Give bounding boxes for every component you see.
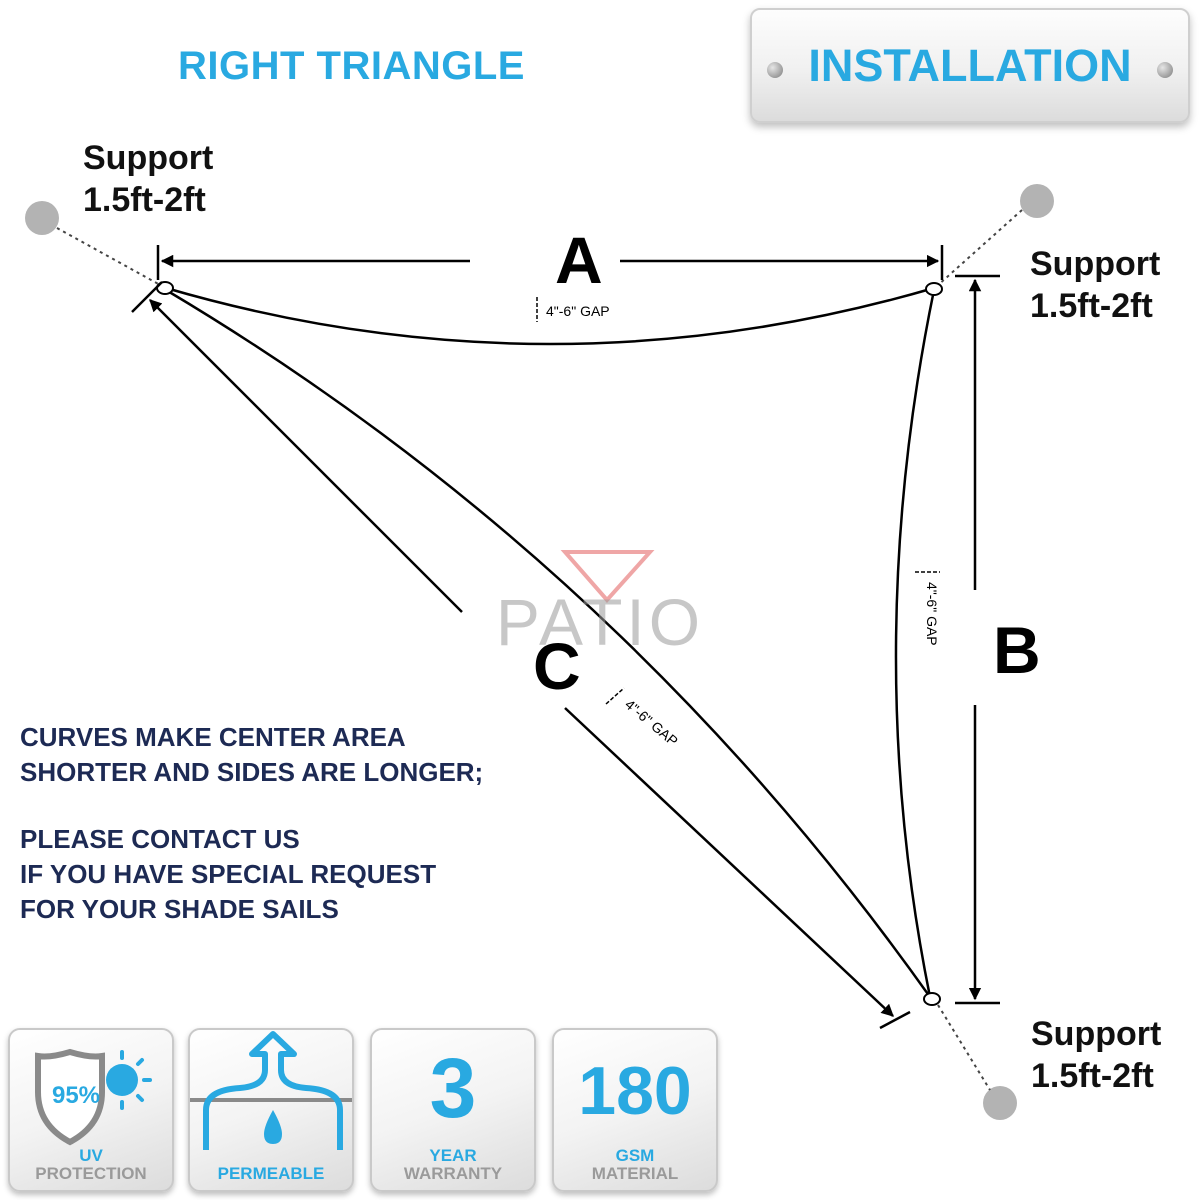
dimension-c-tick-top [131, 281, 163, 313]
note-curves: CURVES MAKE CENTER AREA SHORTER AND SIDE… [20, 720, 483, 790]
note-line: SHORTER AND SIDES ARE LONGER; [20, 757, 484, 787]
note-line: PLEASE CONTACT US [20, 824, 300, 854]
support-label-line2: 1.5ft-2ft [1031, 1057, 1154, 1095]
tie-line-top-left [56, 227, 163, 287]
badge-label: INSTALLATION [808, 40, 1132, 91]
gap-label-c: 4"-6" GAP [622, 696, 681, 749]
screw-icon [767, 62, 783, 78]
tie-line-bottom-right [937, 1004, 991, 1091]
sail-edge-a [165, 286, 935, 346]
support-label-top-right: Support 1.5ft-2ft [1030, 243, 1160, 327]
uv-value: 95% [51, 1082, 101, 1109]
side-label-a: A [555, 223, 603, 297]
feature-line1: PERMEABLE [217, 1164, 325, 1183]
gap-label-b: 4"-6" GAP [924, 582, 940, 646]
feature-tile-warranty: 3 YEAR WARRANTY [370, 1028, 536, 1192]
feature-line2: MATERIAL [591, 1164, 679, 1183]
side-label-b: B [993, 613, 1041, 687]
support-label-line2: 1.5ft-2ft [1030, 287, 1153, 325]
dimension-c-tick-bottom [879, 1010, 911, 1030]
material-value: 180 [578, 1053, 692, 1129]
support-label-line1: Support [83, 139, 214, 177]
diagram-title: RIGHT TRIANGLE [178, 44, 525, 88]
note-line: CURVES MAKE CENTER AREA [20, 722, 406, 752]
feature-tile-permeable: PERMEABLE [188, 1028, 354, 1192]
corner-ring-bottom-right [923, 992, 941, 1006]
shield-sun-icon [35, 1048, 152, 1146]
side-label-c: C [533, 629, 581, 703]
dimension-c-arrow-down [564, 707, 894, 1017]
corner-ring-top-right [925, 282, 943, 296]
feature-tile-material: 180 GSM MATERIAL [552, 1028, 718, 1192]
sail-edge-b [894, 289, 936, 998]
feature-line2: WARRANTY [403, 1164, 503, 1183]
gap-label-a: 4"-6" GAP [546, 303, 610, 319]
support-post-bottom-right [983, 1086, 1017, 1120]
note-line: FOR YOUR SHADE SAILS [20, 894, 339, 924]
screw-icon [1157, 62, 1173, 78]
patio-logo: PATIO [496, 550, 704, 659]
warranty-value: 3 [429, 1041, 477, 1135]
tie-line-top-right [936, 209, 1023, 287]
gap-marker-c [605, 687, 625, 705]
support-label-line1: Support [1031, 1015, 1162, 1053]
support-label-line2: 1.5ft-2ft [83, 181, 206, 219]
support-post-top-right [1020, 184, 1054, 218]
watermark-text: PATIO [496, 585, 704, 659]
dimension-c-arrow-up [149, 299, 463, 613]
support-post-top-left [25, 201, 59, 235]
sail-edge-c [165, 288, 932, 998]
support-label-line1: Support [1030, 245, 1161, 283]
feature-line1: YEAR [429, 1146, 477, 1165]
installation-badge: INSTALLATION [750, 8, 1190, 123]
feature-line2: PROTECTION [35, 1164, 147, 1183]
water-drop-arrow-icon [190, 1031, 352, 1150]
feature-line1: UV [79, 1146, 103, 1165]
support-label-top-left: Support 1.5ft-2ft [83, 137, 213, 221]
note-line: IF YOU HAVE SPECIAL REQUEST [20, 859, 437, 889]
feature-tile-uv-protection: 95% UV PROTECTION [8, 1028, 174, 1192]
support-label-bottom-right: Support 1.5ft-2ft [1031, 1013, 1161, 1097]
feature-line1: GSM [615, 1146, 655, 1165]
note-contact: PLEASE CONTACT US IF YOU HAVE SPECIAL RE… [20, 822, 436, 927]
